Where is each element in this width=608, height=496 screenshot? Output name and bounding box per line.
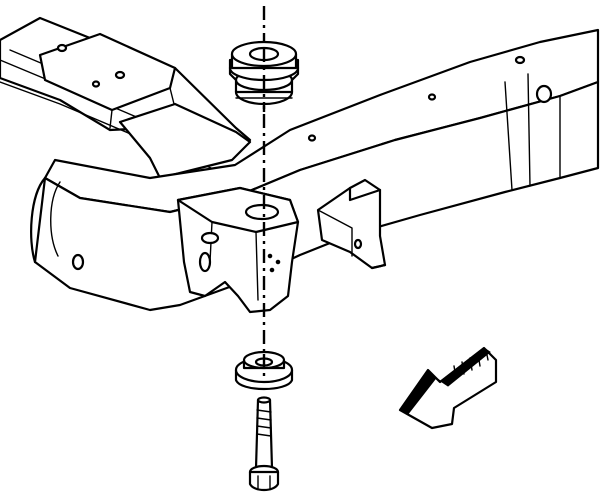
outrigger-bracket: [316, 178, 387, 270]
body-mount-bolt: [248, 396, 280, 492]
upper-body-mount-insulator: [228, 40, 300, 112]
frame-rail: [30, 28, 600, 312]
direction-arrow: [398, 346, 498, 430]
crossmember: [0, 16, 252, 180]
body-mount-bracket: [176, 186, 300, 314]
lower-body-mount-insulator: [234, 350, 294, 390]
